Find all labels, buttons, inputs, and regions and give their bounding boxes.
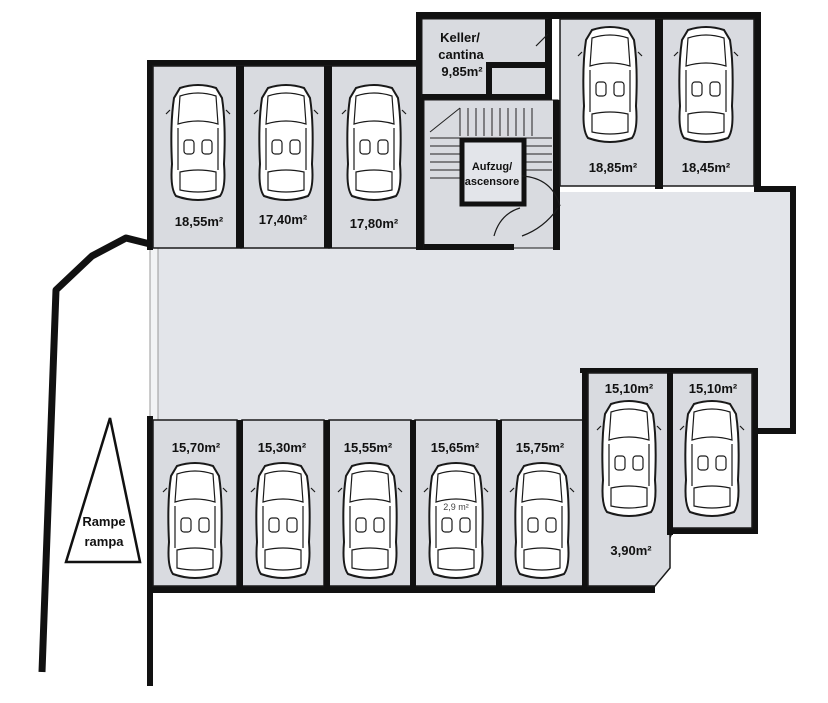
ramp-label: Rampe: [82, 514, 125, 529]
top-parking-row: 18,55m² 17,40m² 17,80m²: [152, 60, 424, 250]
parking-area-label: 18,85m²: [589, 160, 638, 175]
door-swing-icon: [521, 175, 561, 207]
elevator-label: ascensore: [465, 176, 519, 188]
door-icon: [535, 33, 549, 47]
parking-area-label: 15,55m²: [344, 440, 393, 455]
car-icon: [162, 462, 228, 579]
floor-left-strip: [149, 247, 159, 421]
car-icon: [679, 400, 745, 517]
car-icon: [253, 84, 319, 201]
ramp-label: rampa: [84, 534, 124, 549]
parking-area-label: 15,30m²: [258, 440, 307, 455]
car-icon: [596, 400, 662, 517]
bottom-parking-row: 15,70m² 15,30m² 15,55m² 15,65m² 15,75m² …: [152, 368, 588, 590]
car-icon: [509, 462, 575, 579]
storage-room: Keller/ cantina 9,85m²: [421, 18, 552, 100]
car-icon: [341, 84, 407, 201]
car-icon: [577, 26, 643, 143]
parking-area-label: 15,75m²: [516, 440, 565, 455]
elevator-label: Aufzug/: [472, 161, 512, 173]
door-swing-icon: [521, 207, 559, 237]
parking-area-label: 15,65m²: [431, 440, 480, 455]
parking-area-label: 15,10m²: [605, 381, 654, 396]
parking-area-label: 15,10m²: [689, 381, 738, 396]
stairs-icon: [429, 107, 552, 179]
parking-area-label: 17,40m²: [259, 212, 308, 227]
car-icon: [673, 26, 739, 143]
elevator-shaft: [459, 137, 527, 207]
ramp: Rampe rampa: [38, 234, 151, 673]
car-icon: [165, 84, 231, 201]
extra-area-label: 3,90m²: [610, 543, 652, 558]
stair-core: Aufzug/ ascensore: [423, 99, 561, 250]
car-icon: [250, 462, 316, 579]
door-swing-icon: [493, 207, 521, 237]
top-right-parking-row: 18,85m² 18,45m²: [559, 18, 755, 189]
storage-label: Keller/: [440, 30, 480, 45]
overlay-area-label: 2,9 m²: [443, 502, 469, 512]
storage-area-label: 9,85m²: [441, 64, 483, 79]
parking-area-label: 18,45m²: [682, 160, 731, 175]
parking-area-label: 18,55m²: [175, 214, 224, 229]
parking-area-label: 15,70m²: [172, 440, 221, 455]
car-icon: [337, 462, 403, 579]
car-icon: [423, 462, 489, 579]
parking-area-label: 17,80m²: [350, 216, 399, 231]
storage-label: cantina: [438, 47, 484, 62]
right-parking-row: 15,10m² 15,10m² 3,90m²: [587, 372, 753, 587]
ramp-arrow-icon: [64, 417, 142, 564]
